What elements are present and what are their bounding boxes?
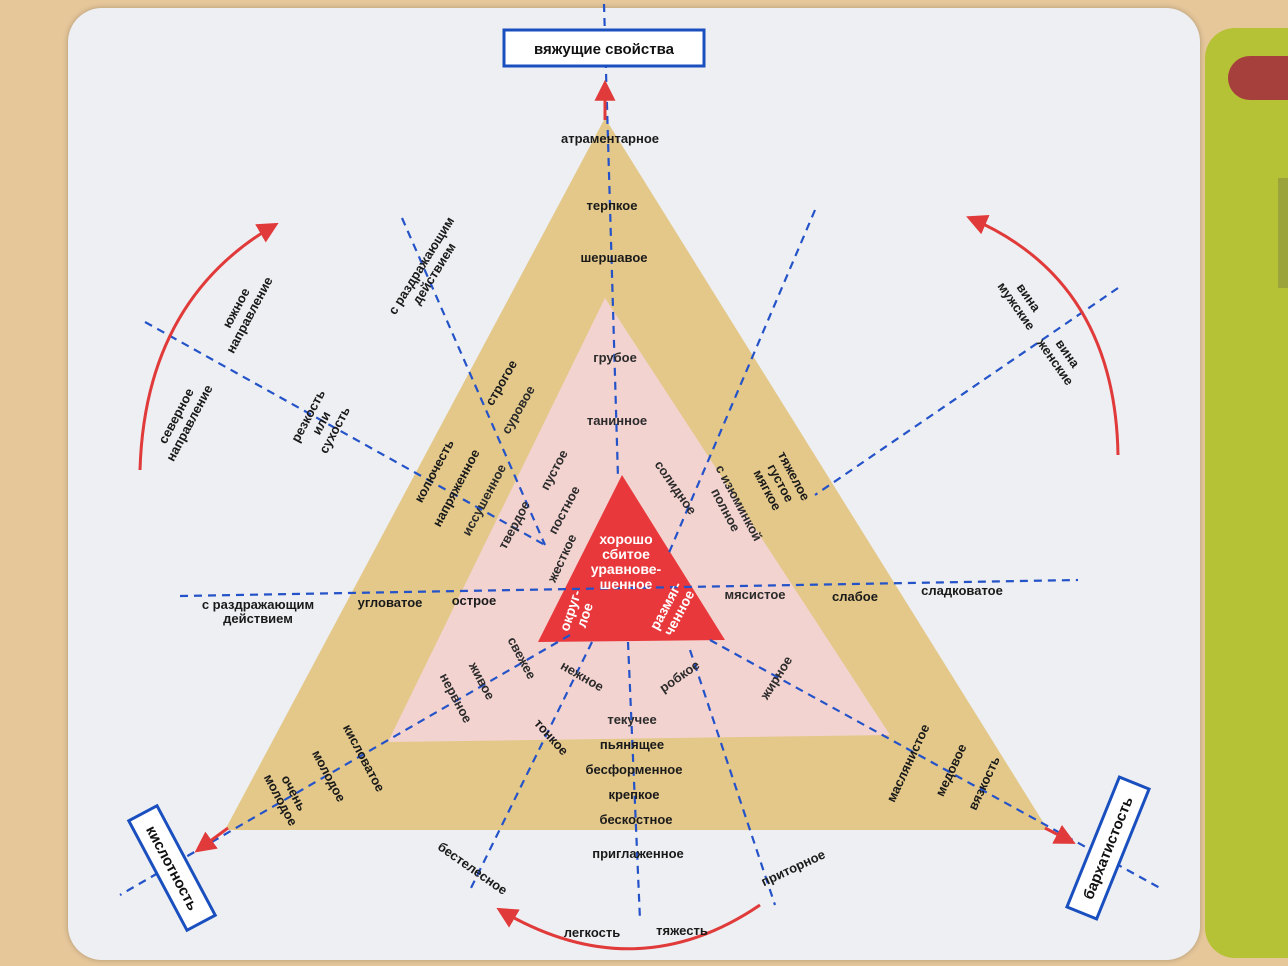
label-shapeless: бесформенное (586, 762, 683, 777)
arc-bottom (496, 903, 761, 951)
arc-left (138, 222, 279, 471)
arrow-down-left (194, 826, 229, 853)
label-angular: угловатое (358, 595, 423, 610)
dashed-axes (119, 3, 1161, 921)
label-lightness: легкость (564, 925, 620, 940)
label-sharp: острое (452, 593, 496, 608)
axis-vertical (602, 3, 620, 479)
axis-lower-middle-left (469, 641, 593, 891)
center-line-1: хорошо (599, 531, 652, 547)
red-arrows (138, 79, 1120, 951)
axis-box-top: вяжущие свойства (502, 28, 706, 68)
label-boneless: бескостное (599, 812, 672, 827)
axis-diag-upper-left (400, 217, 547, 546)
side-tab (1228, 56, 1288, 100)
center-line-2: сбитое (602, 546, 650, 562)
label-fluid: текучее (607, 712, 656, 727)
label-atramental: атраментарное (561, 131, 659, 146)
label-irritating-left-1: с раздражающим (202, 597, 314, 612)
center-line-4: шенное (600, 576, 653, 592)
axis-box-right: бархатистость (1064, 775, 1152, 921)
corner-left-line-2: лое (573, 601, 596, 630)
label-rough: шершавое (580, 250, 647, 265)
arc-right (966, 214, 1120, 456)
arrow-down-right (1044, 824, 1076, 844)
axis-lower-right-a (688, 649, 777, 906)
side-note (1278, 178, 1288, 288)
label-tart: терпкое (587, 198, 638, 213)
label-heady: пьянящее (600, 737, 664, 752)
label-strong: крепкое (608, 787, 659, 802)
center-line-3: уравнове- (591, 561, 662, 577)
bottom-column-labels: текучее пьянящее бесформенное крепкое бе… (586, 712, 684, 861)
label-meaty: мясистое (724, 587, 785, 602)
label-cloying: приторное (759, 847, 828, 890)
label-coarse: грубое (593, 350, 637, 365)
axis-horizontal (179, 578, 1079, 598)
axis-diag-upper-right (666, 209, 817, 556)
axis-diag-left-long (144, 321, 546, 546)
axis-lower-right-b (709, 639, 1161, 889)
label-irritating-left-2: действием (223, 611, 293, 626)
top-column-labels: атраментарное терпкое шершавое грубое та… (561, 131, 659, 428)
bottom-pair-labels: легкость тяжесть (564, 923, 708, 940)
side-panel (1205, 28, 1288, 958)
axis-lower-middle-right (626, 641, 642, 921)
label-smoothed: приглаженное (592, 846, 684, 861)
axis-diag-right-long (814, 287, 1119, 496)
label-weak: слабое (832, 589, 878, 604)
center-text: хорошо сбитое уравнове- шенное (591, 531, 662, 592)
inner-triangle (538, 475, 725, 642)
left-direction-labels: южное направление северное направление (155, 274, 275, 463)
label-tannic: танинное (587, 413, 647, 428)
axis-top-label: вяжущие свойства (534, 41, 675, 58)
label-bodiless: бестелесное (435, 839, 510, 898)
label-heaviness: тяжесть (656, 923, 708, 938)
label-sweetish: сладковатое (921, 583, 1003, 598)
horizontal-right-labels: мясистое слабое сладковатое (724, 583, 1002, 604)
axis-lower-left (119, 634, 571, 896)
horizontal-left-labels: с раздражающим действием угловатое остро… (202, 593, 496, 626)
axis-box-left: кислотность (126, 803, 218, 933)
